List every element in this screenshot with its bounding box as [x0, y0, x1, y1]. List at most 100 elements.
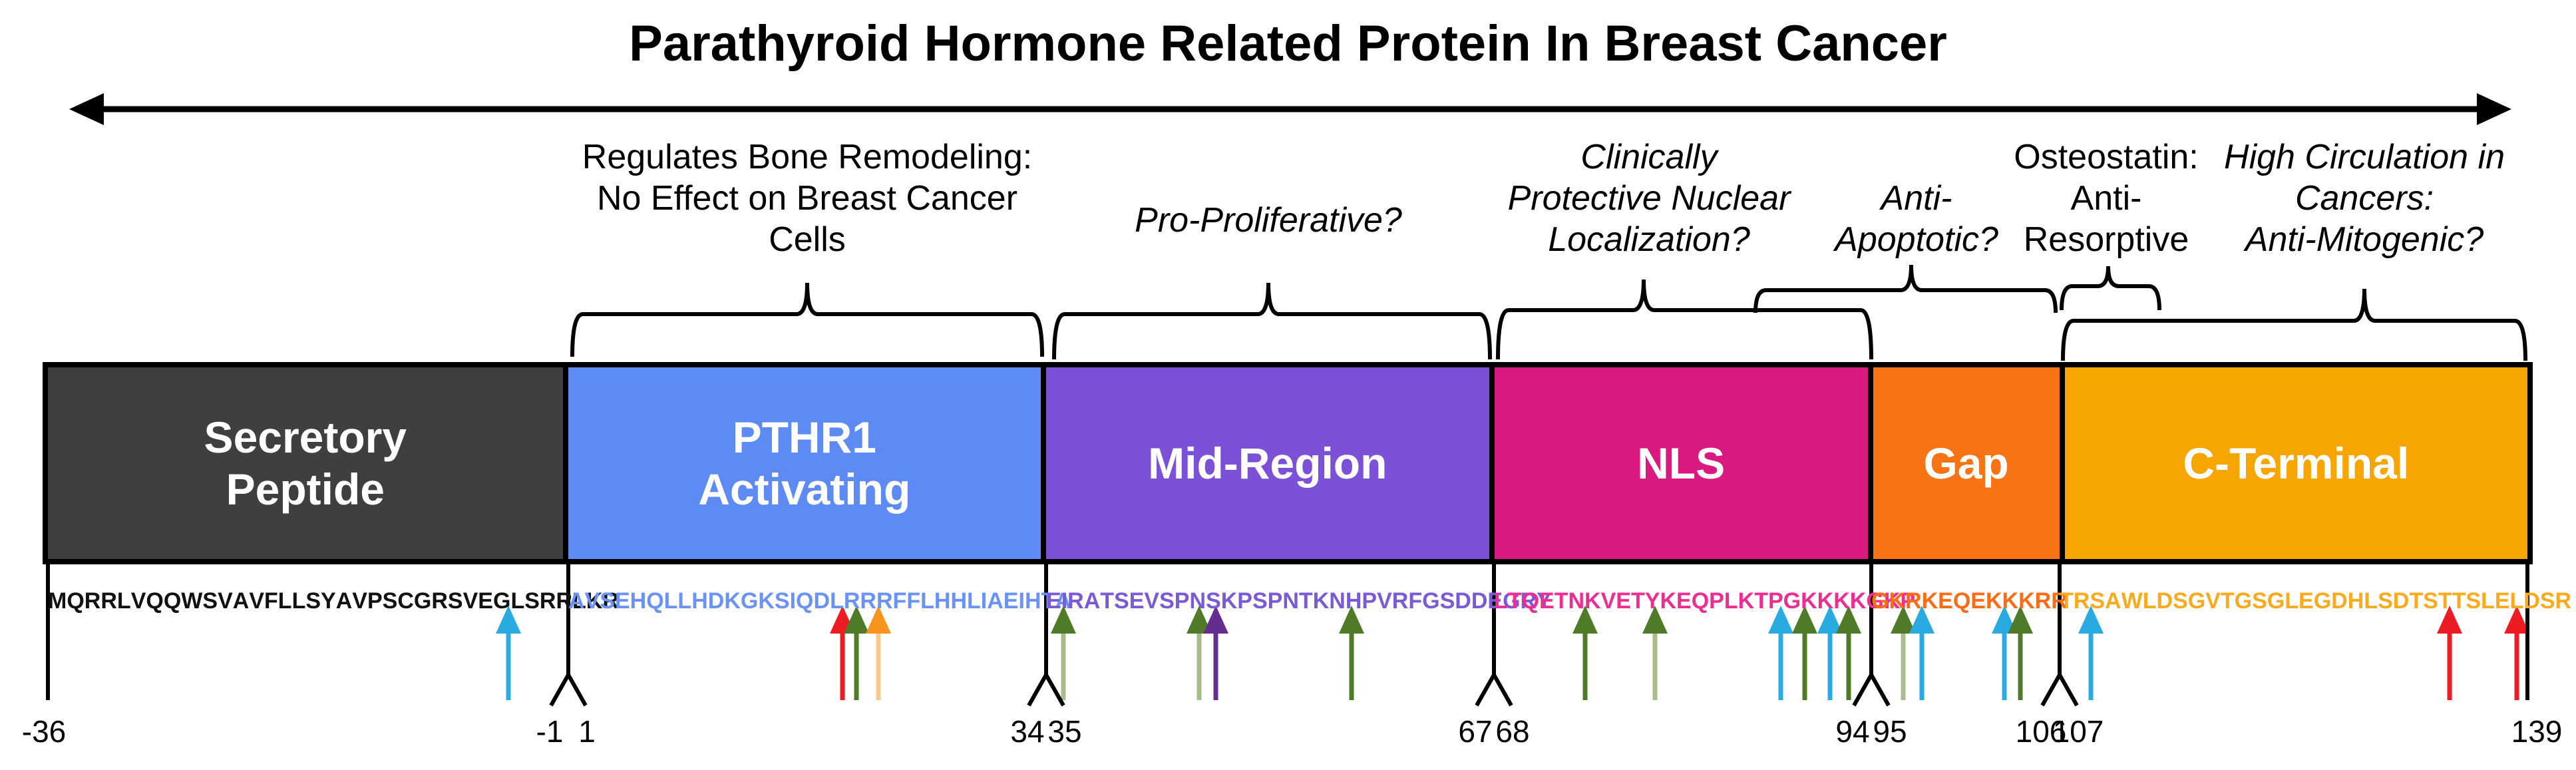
page-title: Parathyroid Hormone Related Protein In B… [629, 15, 1947, 72]
segment-label: Activating [698, 465, 911, 514]
residue-letter: A [2105, 588, 2121, 614]
axis-fork-right-leg [566, 674, 588, 707]
span-arrow-left-head-icon [69, 93, 104, 125]
residue-letter: G [1503, 588, 1521, 614]
residue-letter: P [1900, 588, 1916, 614]
brace-nls [1496, 279, 1873, 360]
residue-letter: V [249, 588, 264, 614]
residue-letter: K [1312, 588, 1330, 614]
residue-arrow-icon [2504, 606, 2529, 634]
residue-arrow-icon [844, 606, 869, 634]
residue-letter: T [2438, 588, 2452, 614]
residue-letter: H [691, 588, 708, 614]
segment-c-terminal: C-Terminal [2059, 367, 2528, 559]
residue-letter: A [1083, 588, 1101, 614]
residue-letter: V [130, 588, 146, 614]
residue-letter: V [584, 588, 600, 614]
residue-letter: E [1539, 588, 1555, 614]
residue-number: 95 [1873, 714, 1907, 749]
residue-letter: M [48, 588, 67, 614]
residue-letter: L [663, 588, 678, 614]
residue-letter: S [382, 588, 398, 614]
residue-letter: H [2347, 588, 2364, 614]
residue-letter: R [1391, 588, 1409, 614]
residue-letter: E [1487, 588, 1503, 614]
residue-letter: A [1055, 588, 1071, 614]
residue-letter: V [1144, 588, 1160, 614]
residue-letter: T [1041, 588, 1055, 614]
residue-letter: P [367, 588, 383, 614]
segment-gap: Gap [1867, 367, 2060, 559]
residue-letter: Q [1952, 588, 1971, 614]
residue-letter: S [1206, 588, 1221, 614]
residue-letter: D [2156, 588, 2173, 614]
residue-letter: T [2060, 588, 2074, 614]
residue-letter: K [1584, 588, 1601, 614]
residue-arrow-icon [1817, 606, 1843, 634]
residue-number: 139 [2511, 714, 2563, 749]
residue-letter: L [830, 588, 844, 614]
residue-letter: Q [646, 588, 664, 614]
residue-letter: E [1676, 588, 1692, 614]
residue-letter: F [1408, 588, 1423, 614]
residue-letter: S [2423, 588, 2438, 614]
residue-letter: H [1024, 588, 1041, 614]
residue-letter: K [724, 588, 741, 614]
residue-number: 34 [1010, 714, 1045, 749]
residue-letter: T [2452, 588, 2466, 614]
residue-letter: R [876, 588, 893, 614]
residue-number: 68 [1495, 714, 1530, 749]
residue-letter: P [1174, 588, 1190, 614]
brace-mid-region [1052, 282, 1492, 360]
residue-letter: K [1220, 588, 1238, 614]
segment-label: C-Terminal [2183, 439, 2410, 488]
brace-osteostatin [2060, 266, 2161, 311]
residue-letter: Q [67, 588, 85, 614]
residue-letter: N [1568, 588, 1585, 614]
residue-letter: A [232, 588, 250, 614]
residue-arrow-icon [1792, 606, 1817, 634]
residue-letter: P [1709, 588, 1724, 614]
residue-letter: C [397, 588, 414, 614]
residue-letter: W [181, 588, 203, 614]
residue-arrow-stem [2018, 630, 2023, 700]
residue-letter: S [600, 588, 615, 614]
residue-arrow-icon [1891, 606, 1916, 634]
residue-letter: F [892, 588, 907, 614]
residue-letter: E [478, 588, 493, 614]
residue-letter: P [1767, 588, 1783, 614]
residue-letter: G [740, 588, 759, 614]
residue-letter: G [1422, 588, 1440, 614]
residue-letter: S [1252, 588, 1268, 614]
residue-letter: R [539, 588, 556, 614]
residue-letter: R [2555, 588, 2572, 614]
residue-arrow-stem [1827, 630, 1833, 700]
residue-letter: P [1362, 588, 1378, 614]
segment-label: Mid-Region [1148, 439, 1387, 488]
residue-letter: R [2034, 588, 2052, 614]
residue-arrow-stem [1802, 630, 1807, 700]
residue-letter: G [1783, 588, 1801, 614]
residue-letter: E [2494, 588, 2510, 614]
residue-letter: G [2267, 588, 2285, 614]
residue-letter: Q [163, 588, 182, 614]
axis-fork-right-leg [1492, 674, 1513, 707]
residue-arrow-stem [1652, 630, 1658, 700]
residue-letter: L [1724, 588, 1738, 614]
residue-letter: K [1660, 588, 1677, 614]
residue-letter: L [2509, 588, 2524, 614]
residue-letter: S [2173, 588, 2188, 614]
residue-arrow-stem [840, 630, 845, 700]
residue-letter: R [431, 588, 448, 614]
residue-letter: S [2466, 588, 2482, 614]
residue-letter: R [860, 588, 876, 614]
residue-letter: G [1866, 588, 1884, 614]
residue-letter: K [758, 588, 775, 614]
residue-letter: I [980, 588, 988, 614]
residue-letter: S [2252, 588, 2267, 614]
